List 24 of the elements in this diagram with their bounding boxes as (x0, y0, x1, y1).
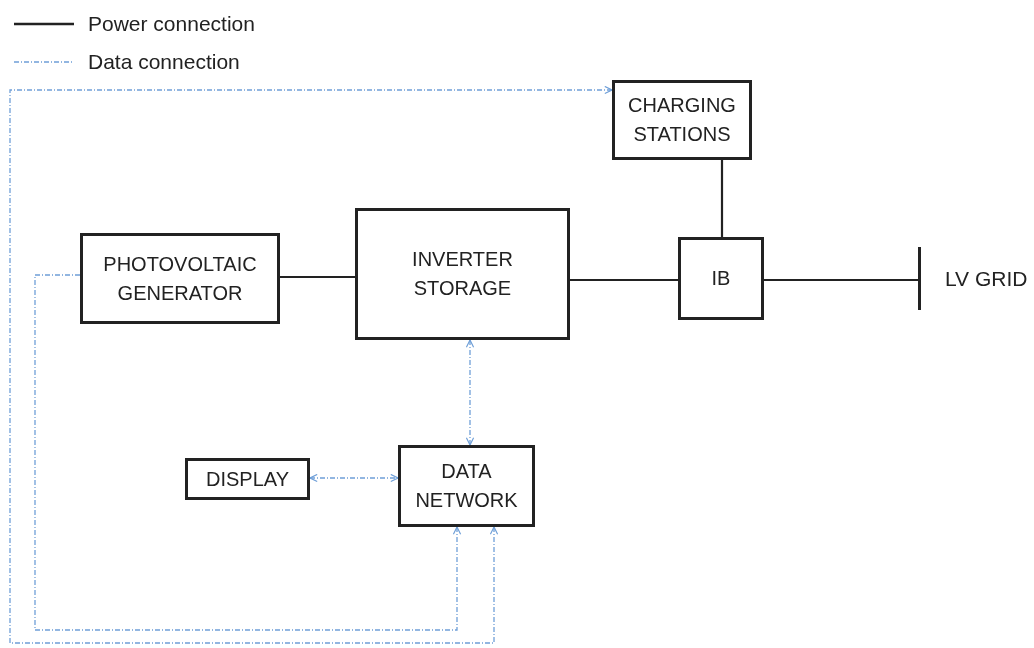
power-line (570, 278, 678, 282)
node-label: INVERTER STORAGE (411, 247, 514, 301)
data-connection-arrow (309, 473, 399, 483)
block-box (612, 80, 752, 160)
power-line (764, 278, 918, 282)
legend-text: Power connection (88, 11, 255, 37)
power-line (720, 160, 724, 237)
node-label: CHARGING STATIONS (627, 93, 737, 147)
node-label: PHOTOVOLTAIC GENERATOR (102, 251, 258, 306)
node-label: DATA NETWORK (414, 459, 519, 513)
data-connection-arrow (465, 339, 475, 446)
node-label: DISPLAY (206, 466, 289, 492)
block-box (355, 208, 570, 340)
block-box (398, 445, 535, 527)
data-connection-arrow (34, 274, 462, 631)
block-box (678, 237, 764, 320)
power-line (280, 275, 355, 279)
grid-busbar (918, 247, 1030, 310)
legend-text: Data connection (88, 49, 240, 75)
block-box (80, 233, 280, 324)
data-connection-arrow (9, 85, 613, 644)
block-box (185, 458, 310, 500)
node-label: LV GRID (945, 265, 1028, 292)
node-label: IB (711, 266, 731, 291)
